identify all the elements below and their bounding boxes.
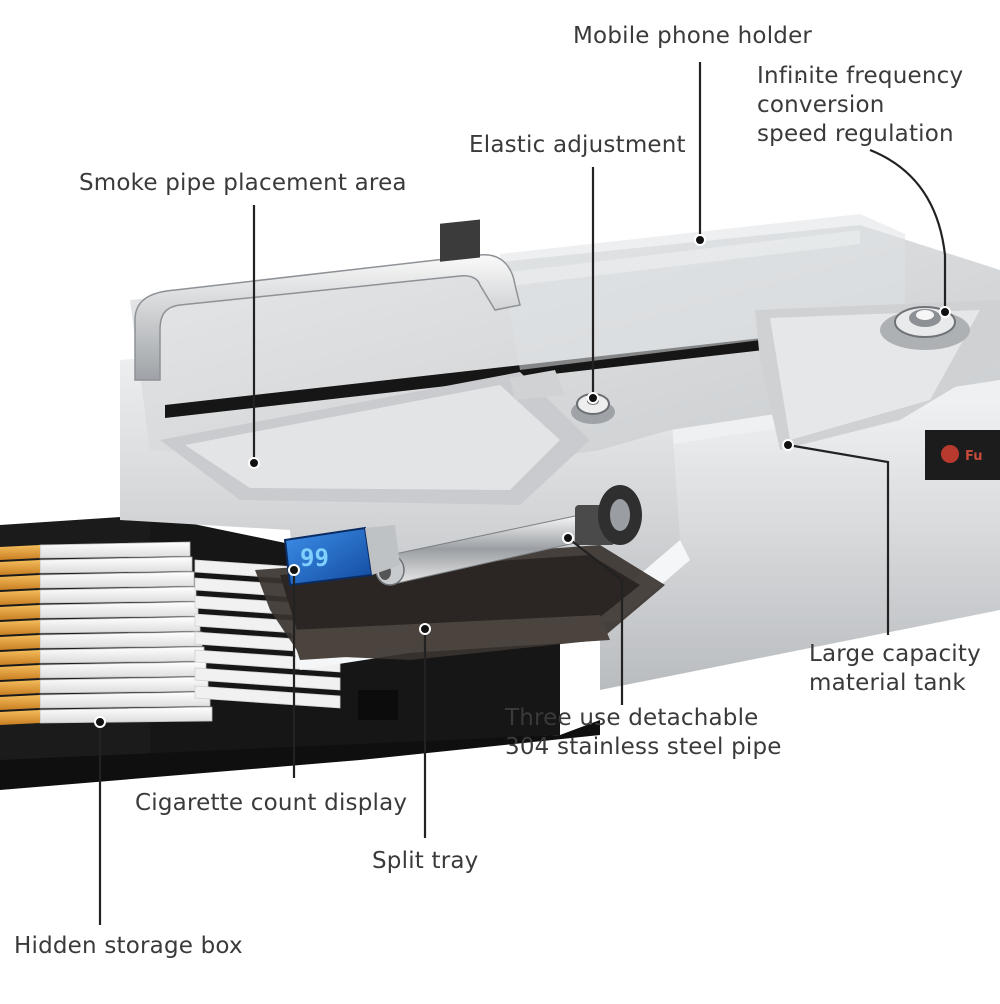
cigarette-filter [0,635,40,650]
cigarette-tube [39,706,213,724]
cigarette-filter [0,605,40,620]
cigarette-rows [0,541,341,725]
cigarette-tube [39,601,199,619]
cigarette-tube [39,556,193,574]
material-tank-line-1: Large capacity [809,641,981,667]
empty-tube [194,667,341,691]
cigarette-filter [0,665,40,680]
mobile-phone-holder-label: Mobile phone holder [573,23,813,49]
cigarette-filter [0,710,40,725]
cigarette-filter [0,620,40,635]
split-tray-label: Split tray [372,848,479,874]
cigarette-filter [0,560,40,575]
elastic-adjustment-label: Elastic adjustment [469,132,686,158]
cigarette-tube [39,541,191,559]
hidden-storage-label: Hidden storage box [14,933,243,959]
steel-pipe-line-2: 304 stainless steel pipe [505,734,782,760]
count-display-value: 99 [300,544,329,572]
cigarette-filter [0,575,40,590]
infinite-frequency-line-2: conversion [757,92,885,118]
cigarette-tube [39,571,195,589]
smoke-pipe-area-label: Smoke pipe placement area [79,170,407,196]
steel-pipe-label: Three use detachable 304 stainless steel… [505,704,782,762]
infinite-frequency-line-1: Infinite frequency [757,63,964,89]
material-tank-label: Large capacity material tank [809,640,981,698]
cigarette-tube [39,646,205,664]
cigarette-filter [0,590,40,605]
cigarette-filter [0,680,40,695]
count-display-label: Cigarette count display [135,790,408,816]
steel-pipe-line-1: Three use detachable [505,705,759,731]
brand-mark: Fu [965,449,983,464]
cigarette-tube [39,616,201,634]
material-tank-line-2: material tank [809,670,966,696]
cigarette-filter [0,650,40,665]
cigarette-tube [39,631,203,649]
cigarette-filter [0,545,40,560]
cigarette-tube [39,691,211,709]
cigarette-filter [0,695,40,710]
leader-dots [94,234,951,728]
cigarette-tube [39,676,209,694]
elastic-knob-icon [510,370,615,424]
infinite-frequency-line-3: speed regulation [757,121,954,147]
infinite-frequency-label: Infinite frequency conversion speed regu… [757,62,963,149]
empty-tube [194,685,341,709]
leader-lines [98,62,947,925]
cigarette-tube [39,586,197,604]
cigarette-tube [39,661,207,679]
